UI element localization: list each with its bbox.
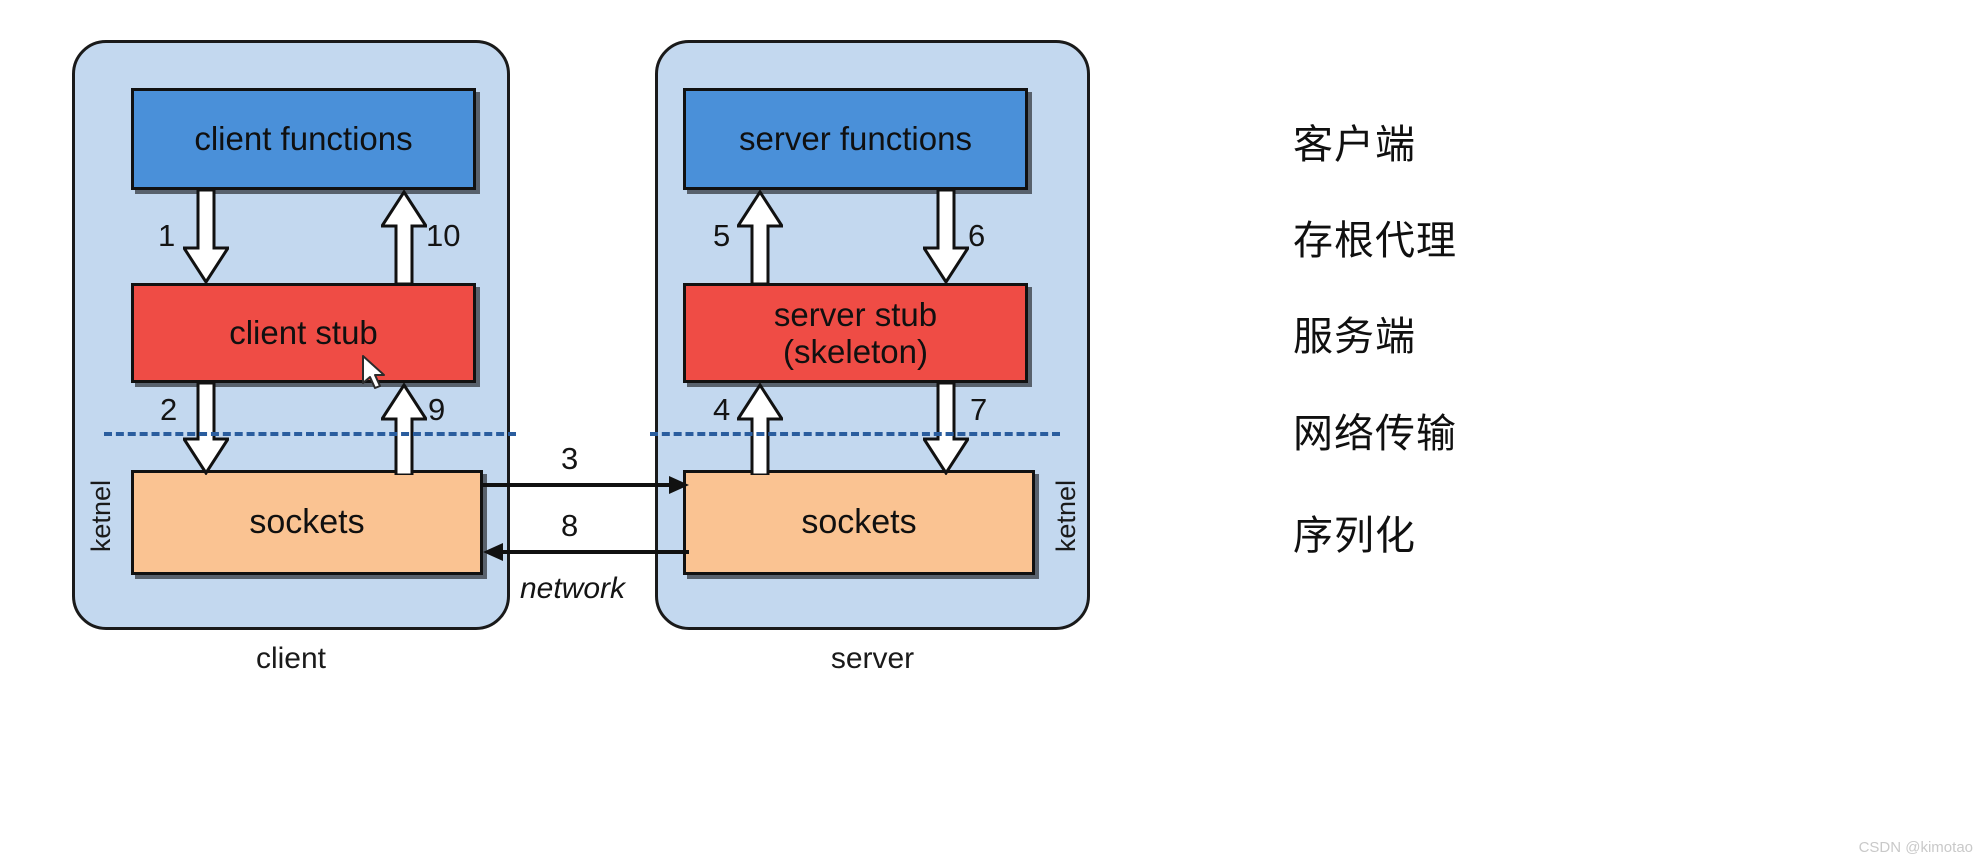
server-functions-label: server functions [739, 120, 972, 158]
mouse-cursor [362, 355, 388, 396]
arrow-10-number: 10 [426, 218, 461, 253]
arrow-7-number: 7 [970, 392, 988, 427]
server-kernel-boundary [650, 432, 1060, 436]
arrow-1-down [183, 190, 229, 284]
annotation-server: 服务端 [1293, 315, 1416, 359]
network-label: network [520, 572, 626, 605]
arrow-4-number: 4 [713, 392, 731, 427]
client-stub-box: client stub [131, 283, 476, 383]
server-sockets-box: sockets [683, 470, 1035, 575]
server-sockets-label: sockets [801, 503, 917, 542]
client-stub-label: client stub [229, 314, 378, 352]
arrow-2-down [183, 383, 229, 475]
annotation-client: 客户端 [1293, 123, 1416, 167]
server-functions-box: server functions [683, 88, 1028, 190]
server-kernel-label: ketnel [1051, 480, 1081, 553]
arrow-6-down [923, 190, 969, 284]
client-kernel-boundary [104, 432, 516, 436]
network-request-arrow [483, 474, 689, 496]
client-sockets-box: sockets [131, 470, 483, 575]
arrow-4-up [737, 383, 783, 475]
annotation-stub-proxy: 存根代理 [1293, 219, 1457, 263]
server-stub-label-line1: server stub [773, 295, 938, 333]
annotation-network-transport: 网络传输 [1293, 412, 1457, 456]
client-functions-label: client functions [194, 120, 413, 158]
arrow-10-up [381, 190, 427, 284]
arrow-7-down [923, 383, 969, 475]
arrow-2-number: 2 [160, 392, 178, 427]
arrow-9-number: 9 [428, 392, 446, 427]
network-request-number: 3 [561, 441, 579, 476]
client-kernel-label: ketnel [86, 480, 116, 553]
server-host-label: server [830, 642, 915, 675]
server-stub-box: server stub (skeleton) [683, 283, 1028, 383]
network-response-arrow [483, 541, 689, 563]
csdn-watermark: CSDN @kimotao [1858, 839, 1973, 856]
arrow-6-number: 6 [968, 218, 986, 253]
arrow-9-up [381, 383, 427, 475]
client-sockets-label: sockets [249, 503, 365, 542]
annotation-serialization: 序列化 [1293, 514, 1416, 558]
arrow-5-number: 5 [713, 218, 731, 253]
server-stub-label-line2: (skeleton) [783, 333, 928, 370]
arrow-1-number: 1 [158, 218, 176, 253]
client-host-label: client [255, 642, 327, 675]
client-functions-box: client functions [131, 88, 476, 190]
arrow-5-up [737, 190, 783, 284]
network-response-number: 8 [561, 508, 579, 543]
